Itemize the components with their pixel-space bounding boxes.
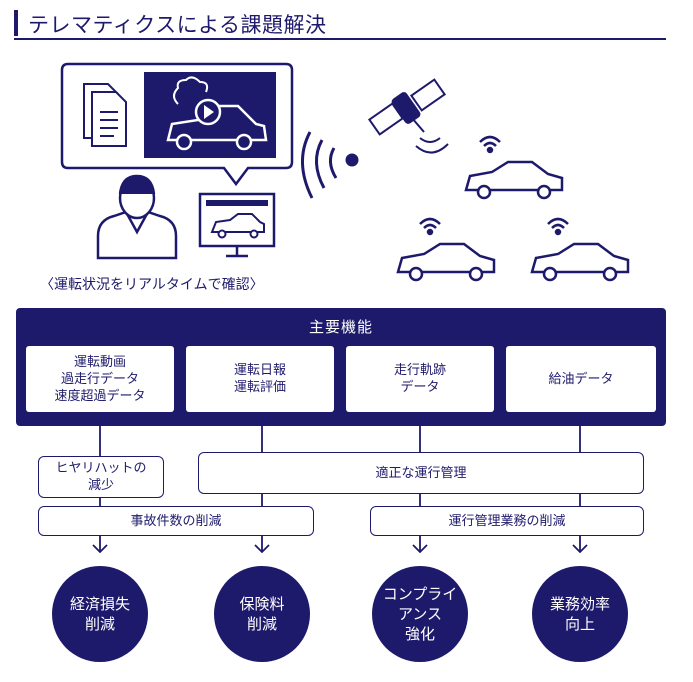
function-item-route-data: 走行軌跡 データ [346, 346, 494, 412]
title-divider [14, 38, 666, 40]
page-title: テレマティクスによる課題解決 [28, 13, 327, 37]
document-icon [83, 83, 127, 147]
car-icon [396, 217, 496, 282]
video-car-icon [144, 72, 276, 158]
person-icon [96, 174, 178, 260]
main-function-panel: 主要機能 運転動画 過走行データ 速度超過データ 運転日報 運転評価 走行軌跡 … [16, 308, 666, 426]
outcome-efficiency: 業務効率 向上 [532, 566, 628, 662]
proper-management-box: 適正な運行管理 [198, 452, 644, 494]
workload-reduction-box: 運行管理業務の削減 [370, 506, 644, 536]
title-accent-bar [14, 10, 18, 36]
monitor-icon [198, 192, 276, 258]
car-icon [530, 217, 630, 282]
function-item-daily-report: 運転日報 運転評価 [186, 346, 334, 412]
near-miss-reduction-box: ヒヤリハットの 減少 [38, 456, 164, 498]
realtime-caption: 〈運転状況をリアルタイムで確認〉 [40, 277, 264, 293]
satellite-icon [367, 78, 449, 154]
function-item-fuel-data: 給油データ [506, 346, 656, 412]
main-function-title: 主要機能 [308, 318, 373, 336]
car-icon [464, 135, 564, 200]
illustration [60, 62, 630, 282]
signal-wave-icon [300, 131, 359, 199]
outcome-compliance: コンプライ アンス 強化 [372, 566, 468, 662]
outcome-insurance: 保険料 削減 [214, 566, 310, 662]
accident-reduction-box: 事故件数の削減 [38, 506, 314, 536]
outcome-economic-loss: 経済損失 削減 [52, 566, 148, 662]
function-item-driving-video: 運転動画 過走行データ 速度超過データ [26, 346, 174, 412]
